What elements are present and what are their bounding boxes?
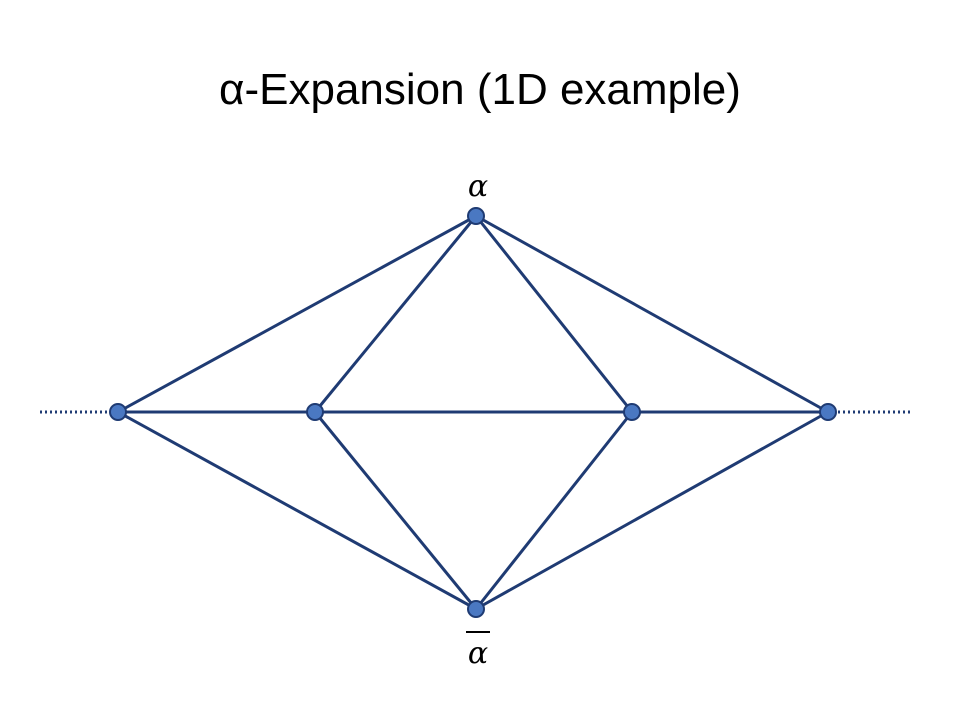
edge-alpha-p4 <box>475 214 829 414</box>
edge-alpha-p1 <box>117 214 477 414</box>
node-p2 <box>306 403 324 421</box>
edge-alpha-bar-p1 <box>117 410 477 611</box>
slide-title: α-Expansion (1D example) <box>219 65 741 114</box>
node-alpha-bar <box>467 600 485 618</box>
label-alpha: α <box>468 169 488 204</box>
edge-alpha-bar-p4 <box>475 410 829 611</box>
label-alpha-bar: α <box>468 636 488 671</box>
node-p1 <box>109 403 127 421</box>
edge-alpha-p3 <box>474 215 634 413</box>
node-p3 <box>623 403 641 421</box>
edge-alpha-bar-p3 <box>474 411 634 610</box>
edge-alpha-bar-p2 <box>313 411 478 610</box>
edge-alpha-p2 <box>313 215 478 413</box>
node-p4 <box>819 403 837 421</box>
node-alpha <box>467 207 485 225</box>
